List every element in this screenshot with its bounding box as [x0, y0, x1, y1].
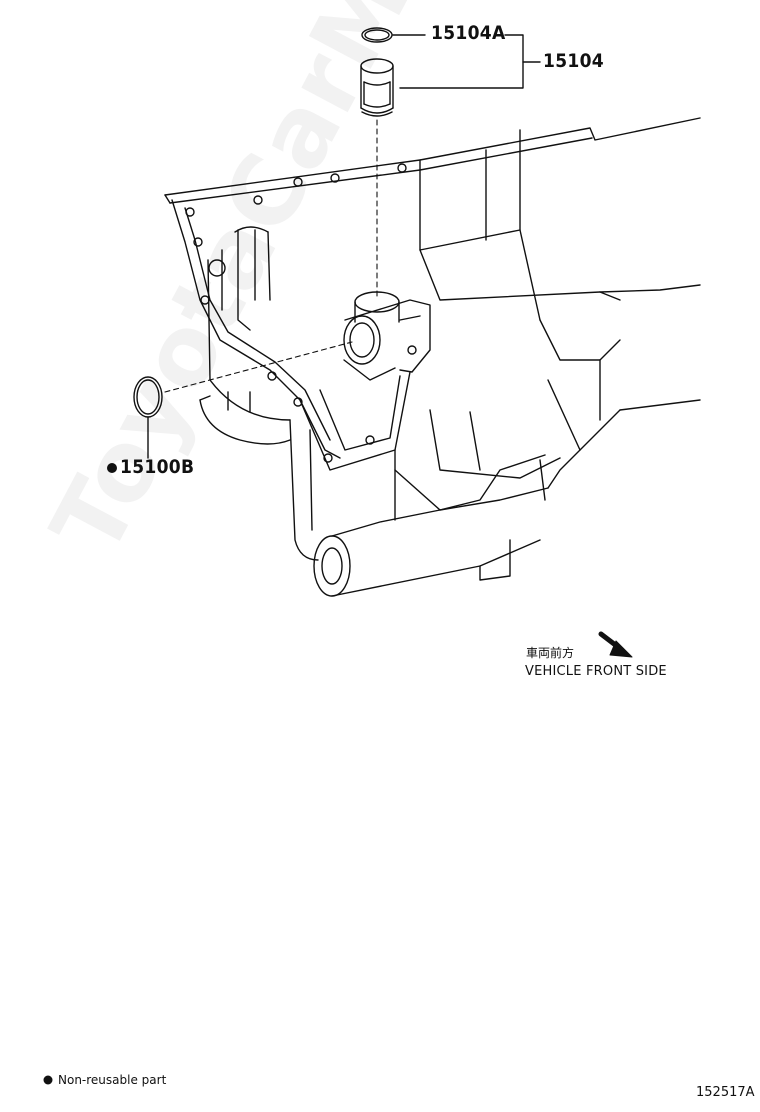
oring-15104a-shape [361, 27, 393, 43]
part-label-15104a[interactable]: 15104A [431, 22, 506, 44]
direction-label-jp: 車両前方 [526, 646, 575, 660]
vehicle-front-arrow-icon [598, 631, 633, 658]
legend-nonreusable: Non-reusable part [58, 1073, 167, 1087]
part-label-15104[interactable]: 15104 [543, 50, 604, 72]
part-label-15100b[interactable]: 15100B [120, 456, 195, 478]
nonreusable-marker-icon [107, 463, 117, 473]
direction-label-en: VEHICLE FRONT SIDE [525, 664, 667, 679]
strainer-15104-shape [360, 58, 394, 117]
figure-code: 152517A [696, 1085, 755, 1100]
engine-block-shape [164, 117, 701, 597]
legend-bullet-icon [43, 1075, 53, 1085]
